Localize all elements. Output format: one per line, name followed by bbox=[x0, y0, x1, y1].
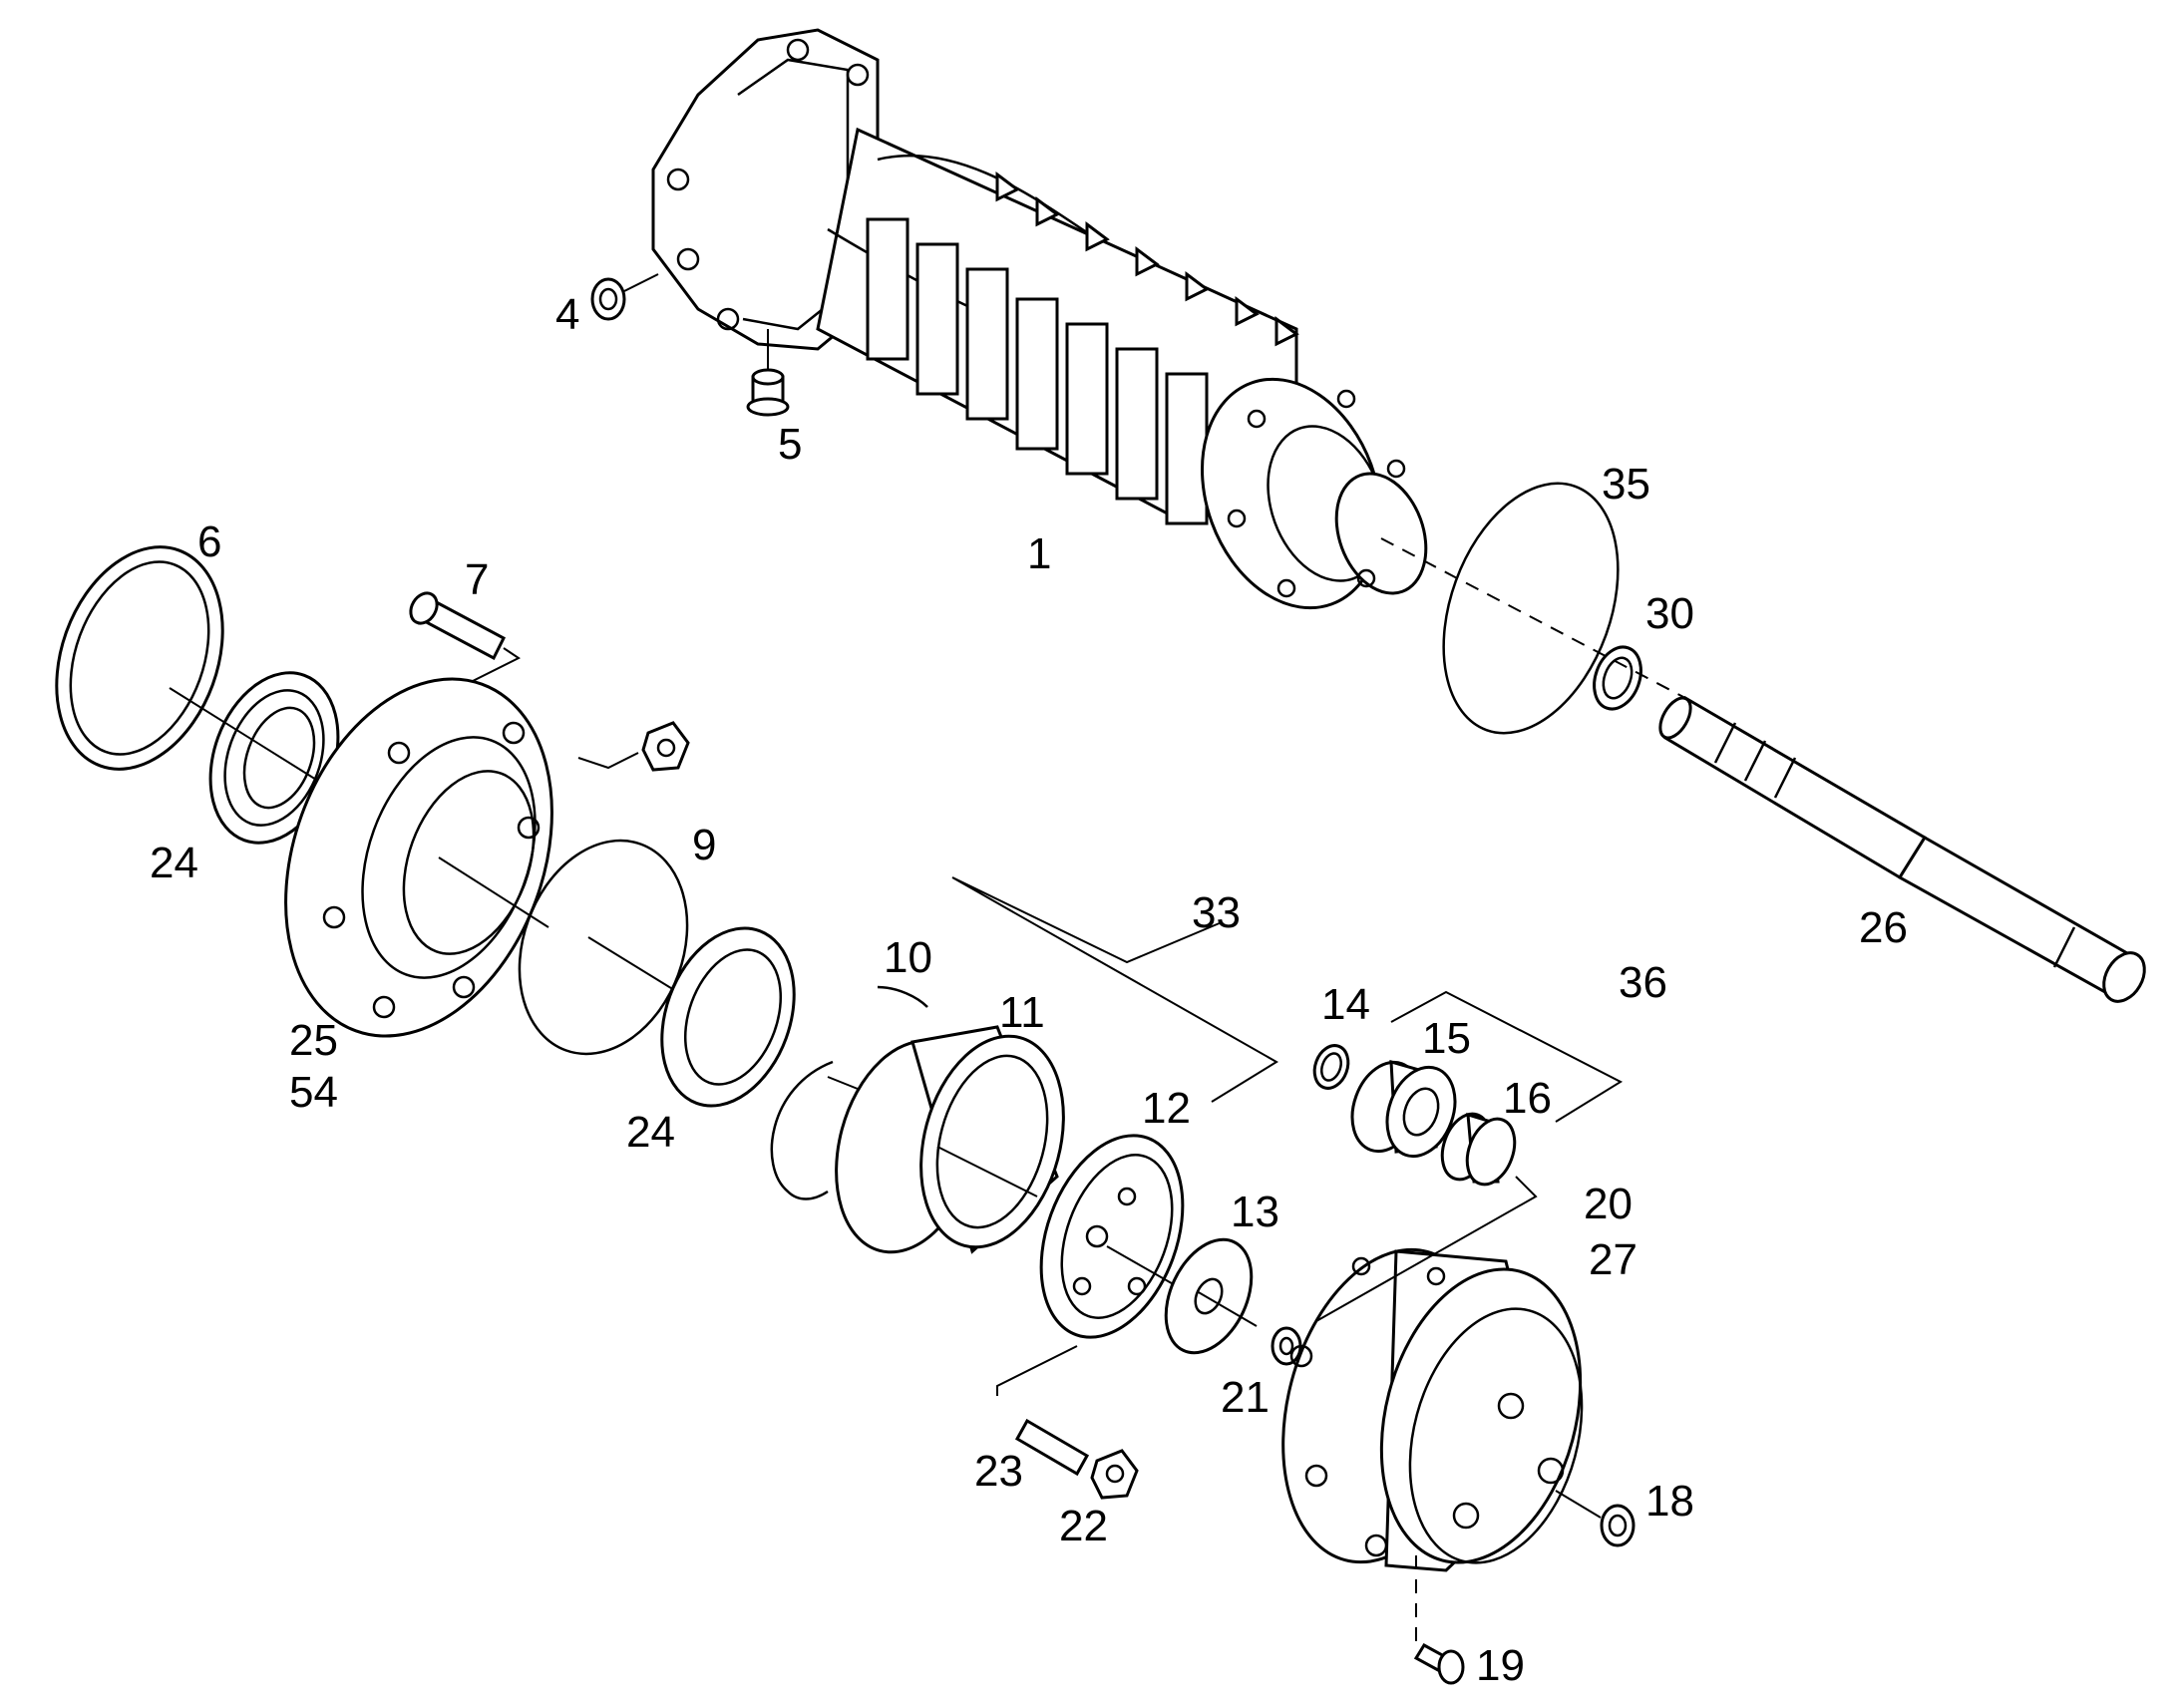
wheel-hub-25 bbox=[284, 677, 553, 1038]
callout-19: 19 bbox=[1476, 1641, 1525, 1690]
callout-24-upper: 24 bbox=[150, 839, 198, 887]
bearing-24-lower bbox=[660, 926, 796, 1108]
planetary-housing-20-27 bbox=[1281, 1176, 1584, 1572]
callout-33: 33 bbox=[1192, 888, 1241, 937]
axis-housing-shaft bbox=[1380, 537, 1686, 699]
plug-4 bbox=[590, 273, 659, 321]
callout-21: 21 bbox=[1221, 1373, 1270, 1422]
washer-21 bbox=[1271, 1326, 1302, 1366]
callout-12: 12 bbox=[1142, 1084, 1191, 1133]
callout-26: 26 bbox=[1859, 903, 1908, 952]
stud-7 bbox=[409, 591, 521, 689]
callout-14: 14 bbox=[1321, 980, 1370, 1029]
callout-9: 9 bbox=[692, 821, 716, 869]
planet-carrier-12 bbox=[1039, 1134, 1185, 1339]
ring-gear-11 bbox=[835, 1025, 1065, 1254]
callout-36: 36 bbox=[1619, 958, 1667, 1007]
planet-gear-15 bbox=[1350, 1059, 1457, 1159]
housing-ribs bbox=[866, 171, 1299, 525]
callout-20: 20 bbox=[1584, 1180, 1633, 1228]
callout-13: 13 bbox=[1231, 1188, 1279, 1236]
screw-19 bbox=[1413, 1555, 1465, 1685]
bracket-33 bbox=[951, 876, 1278, 1103]
callout-18: 18 bbox=[1645, 1477, 1694, 1526]
snap-ring-14 bbox=[1312, 1044, 1350, 1090]
bracket-36 bbox=[1390, 990, 1624, 1123]
seal-ring-6 bbox=[55, 545, 224, 771]
callout-54: 54 bbox=[289, 1068, 338, 1117]
callout-5: 5 bbox=[778, 420, 802, 469]
axis-left bbox=[169, 687, 330, 789]
stud-23 bbox=[996, 1345, 1090, 1477]
callout-labels: 1 4 5 6 7 9 10 11 12 13 14 15 16 18 19 2… bbox=[150, 290, 1908, 1690]
axle-housing bbox=[651, 28, 1428, 610]
callout-15: 15 bbox=[1422, 1014, 1471, 1063]
nut-unlabeled bbox=[577, 721, 690, 772]
callout-7: 7 bbox=[465, 555, 489, 604]
callout-23: 23 bbox=[974, 1447, 1023, 1496]
callout-4: 4 bbox=[555, 290, 579, 339]
nut-22 bbox=[1090, 1449, 1139, 1500]
plug-18 bbox=[1555, 1490, 1635, 1547]
callout-11: 11 bbox=[999, 988, 1045, 1037]
callout-16: 16 bbox=[1503, 1074, 1552, 1123]
needle-bearing-16 bbox=[1440, 1112, 1517, 1187]
plug-5 bbox=[746, 329, 790, 417]
callout-1: 1 bbox=[1027, 529, 1051, 578]
callout-22: 22 bbox=[1059, 1502, 1108, 1550]
callout-30: 30 bbox=[1645, 589, 1694, 638]
callout-35: 35 bbox=[1602, 460, 1650, 509]
thrust-washer-13 bbox=[1164, 1237, 1258, 1355]
callout-25: 25 bbox=[289, 1016, 338, 1065]
callout-6: 6 bbox=[197, 517, 221, 566]
callout-24-lower: 24 bbox=[626, 1108, 675, 1157]
snap-ring-30 bbox=[1593, 645, 1642, 711]
drive-shaft-26 bbox=[1658, 695, 2146, 1003]
callout-10: 10 bbox=[884, 933, 932, 982]
o-ring-35 bbox=[1442, 482, 1620, 735]
callout-27: 27 bbox=[1589, 1235, 1637, 1284]
